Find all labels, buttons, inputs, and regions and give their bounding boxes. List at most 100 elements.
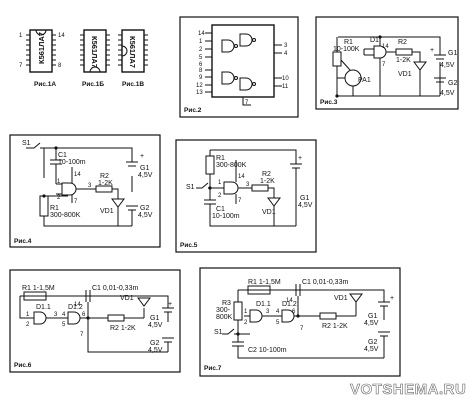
- chip-1a-pin-14: 14: [58, 33, 65, 39]
- fig7-pin-1: 1: [244, 309, 248, 315]
- fig4-plus: +: [140, 153, 144, 160]
- chip-1a-label: К561ЛА7: [37, 32, 46, 64]
- fig6-pin-14: 14: [74, 302, 81, 308]
- fig6-vd1: VD1: [120, 295, 134, 302]
- fig7-r3-value: 300-: [216, 307, 231, 314]
- fig5-pin-7: 7: [238, 198, 242, 204]
- fig5-pin-2: 2: [218, 193, 222, 199]
- fig2-pin-10: 10: [282, 76, 289, 82]
- fig7-pin-6: 6: [292, 309, 296, 315]
- fig7-d1: D1.1: [256, 301, 271, 308]
- fig6-plus: +: [168, 301, 172, 308]
- fig7-g2-value: 4,5V: [364, 346, 379, 353]
- fig7-vd1: VD1: [334, 295, 348, 302]
- figure-5: R1 300-800K S1 C1 10-100m 14 7 1 2 3 R2 …: [175, 139, 317, 253]
- figure-2: 14 1 2 5 6 8 9 12 13 3 4 10 11 7 Рис.2: [179, 16, 299, 118]
- fig2-pin-11: 11: [282, 84, 289, 90]
- fig2-pin-5: 5: [199, 55, 203, 61]
- fig2-pin-9: 9: [199, 75, 203, 81]
- figure-7-frame: [199, 267, 401, 377]
- fig4-pin-1: 1: [57, 179, 61, 185]
- caption-fig-5: Рис.5: [180, 242, 198, 249]
- fig5-r2-value: 1-2K: [260, 178, 275, 185]
- fig5-r1-value: 300-800K: [216, 162, 247, 169]
- fig5-g1: G1: [300, 195, 309, 202]
- fig7-g1: G1: [368, 313, 377, 320]
- figure-5-frame: [175, 139, 317, 253]
- fig5-pin-3: 3: [246, 182, 250, 188]
- fig6-d1: D1.1: [36, 304, 51, 311]
- fig4-r2-value: 1-2K: [98, 180, 113, 187]
- fig2-pin-4: 4: [284, 51, 288, 57]
- fig5-plus: +: [298, 155, 302, 162]
- fig3-vd1: VD1: [398, 71, 412, 78]
- caption-fig-2: Рис.2: [184, 107, 202, 114]
- caption-fig-4: Рис.4: [14, 238, 32, 245]
- fig3-r2-value: 1-2K: [396, 57, 411, 64]
- fig2-pin-12: 12: [196, 83, 203, 89]
- fig6-pin-2: 2: [26, 322, 30, 328]
- figure-4-frame: [9, 134, 161, 248]
- fig5-g1-value: 4,5V: [298, 202, 313, 209]
- fig5-pin-14: 14: [238, 174, 245, 180]
- fig4-vd1: VD1: [100, 208, 114, 215]
- fig5-c1: C1: [216, 206, 225, 213]
- fig7-pin-4: 4: [276, 309, 280, 315]
- fig3-g2-value: 4,5V: [440, 90, 455, 97]
- fig4-g2: G2: [140, 205, 149, 212]
- fig3-g2: G2: [448, 80, 457, 87]
- fig3-g1-value: 4,5V: [440, 62, 455, 69]
- fig4-pin-3: 3: [88, 183, 92, 189]
- figure-4: S1 C1 10-100m R1 300-800K 14 7 1 2 3 R2 …: [9, 134, 161, 248]
- fig3-d1: D1: [370, 37, 379, 44]
- fig7-r3-value-2: 800K: [216, 314, 233, 321]
- fig7-pin-5: 5: [276, 320, 280, 326]
- caption-fig-3: Рис.3: [320, 99, 338, 106]
- fig7-s1: S1: [214, 329, 223, 336]
- fig4-pin-7: 7: [74, 199, 78, 205]
- fig2-pin-1: 1: [199, 39, 203, 45]
- figure-2-frame: [179, 16, 299, 118]
- fig4-g1-value: 4,5V: [138, 172, 153, 179]
- figure-6: R1 1-1,5M C1 0,01-0,33m D1.1 D1.2 1 2 3 …: [9, 269, 181, 373]
- fig7-c1: C1 0,01-0,33m: [302, 279, 348, 286]
- fig5-pin-1: 1: [218, 180, 222, 186]
- fig6-c1: C1 0,01-0,33m: [92, 285, 138, 292]
- fig7-g2: G2: [368, 339, 377, 346]
- fig6-g2-value: 4,5V: [148, 347, 163, 354]
- fig4-pin-14: 14: [74, 172, 81, 178]
- caption-fig-1b: Рис.1Б: [82, 81, 104, 88]
- fig4-pin-2: 2: [57, 195, 61, 201]
- fig3-r1: R1: [344, 39, 353, 46]
- fig2-pin-13: 13: [196, 90, 203, 96]
- fig4-g1: G1: [140, 165, 149, 172]
- fig7-g1-value: 4,5V: [364, 320, 379, 327]
- figure-3-frame: [315, 16, 459, 110]
- fig4-c1: C1: [58, 152, 67, 159]
- fig3-plus: +: [430, 47, 434, 54]
- fig7-pin-2: 2: [244, 320, 248, 326]
- figure-7: R1 1-1,5M C1 0,01-0,33m R3 300- 800K D1.…: [199, 267, 401, 377]
- fig3-pin-14: 14: [382, 44, 389, 50]
- fig3-r2: R2: [398, 39, 407, 46]
- fig2-pin-7: 7: [245, 100, 249, 106]
- fig6-pin-4: 4: [62, 312, 66, 318]
- fig6-pin-5: 5: [62, 322, 66, 328]
- chip-1c: К561ЛА7 Рис.1В: [118, 29, 148, 88]
- fig6-pin-6: 6: [82, 312, 86, 318]
- fig2-pin-3: 3: [284, 43, 288, 49]
- fig6-g2: G2: [150, 340, 159, 347]
- fig7-r1: R1 1-1,5M: [248, 279, 281, 286]
- fig5-r1: R1: [216, 155, 225, 162]
- fig7-pin-3: 3: [266, 309, 270, 315]
- fig6-r2: R2 1-2K: [110, 325, 136, 332]
- fig6-g1-value: 4,5V: [148, 322, 163, 329]
- fig7-d12: D1.2: [282, 301, 297, 308]
- fig7-pin-7: 7: [300, 326, 304, 332]
- fig4-c1-value: 10-100m: [58, 159, 86, 166]
- fig7-r2: R2 1-2K: [322, 323, 348, 330]
- fig4-g2-value: 4,5V: [138, 212, 153, 219]
- fig3-pa1: PA1: [358, 77, 371, 84]
- caption-fig-7: Рис.7: [204, 365, 222, 372]
